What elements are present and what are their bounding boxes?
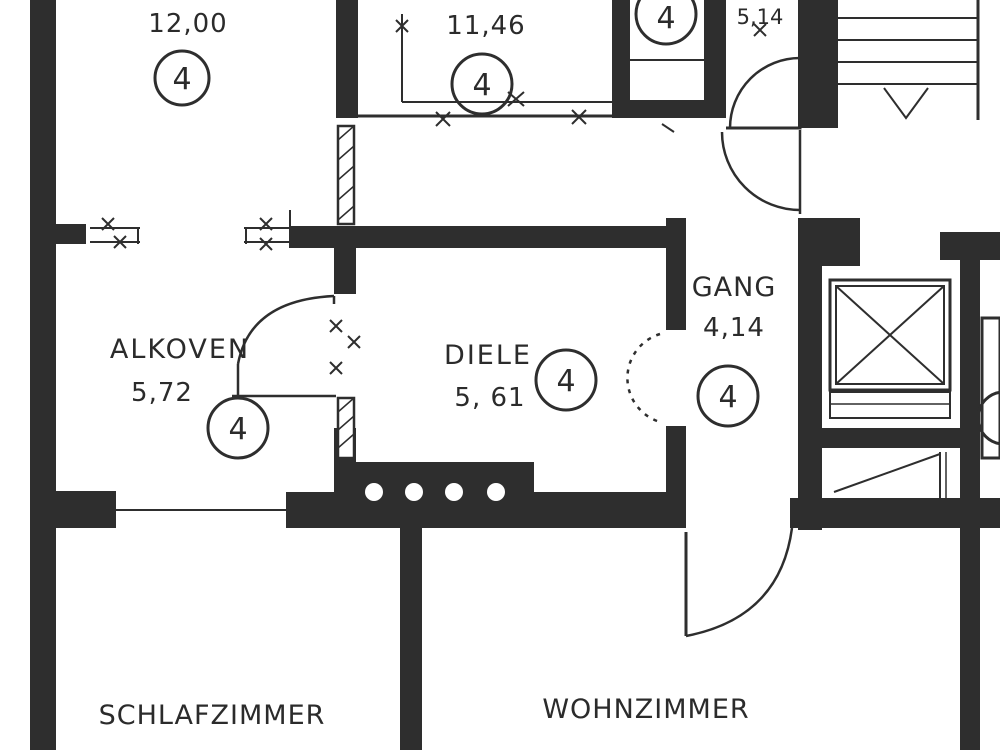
floor-code-label: 4	[172, 62, 191, 97]
wall-alkoven-top-left	[56, 224, 86, 244]
room-top-middle: 11,46 4	[446, 11, 525, 116]
wall-far-right	[960, 232, 980, 750]
room-name-label: GANG	[692, 272, 777, 303]
floor-code-label: 4	[228, 412, 247, 447]
floor-code-label: 4	[718, 380, 737, 415]
room-area-label: 5,14	[737, 5, 784, 29]
wall-top-small-right	[704, 0, 726, 118]
room-gang: GANG 4,14 4	[692, 272, 777, 428]
wall-middle-left	[30, 492, 116, 528]
wall-bedroom-living	[400, 528, 422, 750]
electrical-marks	[101, 19, 767, 375]
floor-code-badge	[450, 52, 514, 116]
room-area-label: 5, 61	[454, 383, 525, 413]
floor-code-badge	[153, 49, 211, 107]
room-top-left: 12,00 4	[148, 9, 227, 107]
room-area-label: 5,72	[131, 378, 193, 408]
floor-code-label: 4	[556, 364, 575, 399]
doors	[236, 56, 802, 638]
chimney-flues	[365, 483, 505, 501]
wall-top-small-bottom	[612, 100, 724, 118]
floor-code-label: 4	[472, 68, 491, 103]
wall-top-small-left	[612, 0, 630, 118]
floor-code-badge	[634, 0, 698, 46]
room-area-label: 4,14	[703, 313, 765, 343]
room-name-label: WOHNZIMMER	[542, 694, 749, 725]
room-area-label: 12,00	[148, 9, 227, 39]
room-name-label: SCHLAFZIMMER	[99, 700, 326, 731]
room-top-small: 4 5,14	[634, 0, 784, 46]
wall-right-lower	[790, 498, 1000, 528]
wall-alkoven-right-upper	[334, 244, 356, 294]
floor-code-badge	[534, 348, 598, 412]
room-name-label: ALKOVEN	[110, 334, 250, 365]
floor-code-label: 4	[656, 1, 675, 36]
wall-right-cap	[798, 218, 860, 266]
room-area-label: 11,46	[446, 11, 525, 41]
wall-right-block	[798, 218, 822, 530]
room-alkoven: ALKOVEN 5,72 4	[110, 334, 270, 460]
room-schlafzimmer: SCHLAFZIMMER	[99, 700, 326, 731]
floor-code-badge	[696, 364, 760, 428]
room-diele: DIELE 5, 61 4	[444, 340, 598, 413]
hatched-wall-stubs	[336, 124, 356, 460]
wall-diele-right-upper	[666, 218, 686, 330]
walls	[30, 0, 1000, 750]
room-name-label: DIELE	[444, 340, 532, 371]
wall-left-outer	[30, 0, 56, 750]
wall-top-left-divider	[336, 0, 358, 118]
wall-diele-top	[290, 226, 684, 248]
wall-stair-left	[798, 0, 838, 128]
room-wohnzimmer: WOHNZIMMER	[542, 694, 749, 725]
thin-lines	[56, 0, 1000, 511]
floor-code-badge	[206, 396, 270, 460]
wall-shaft-divider	[822, 428, 962, 448]
